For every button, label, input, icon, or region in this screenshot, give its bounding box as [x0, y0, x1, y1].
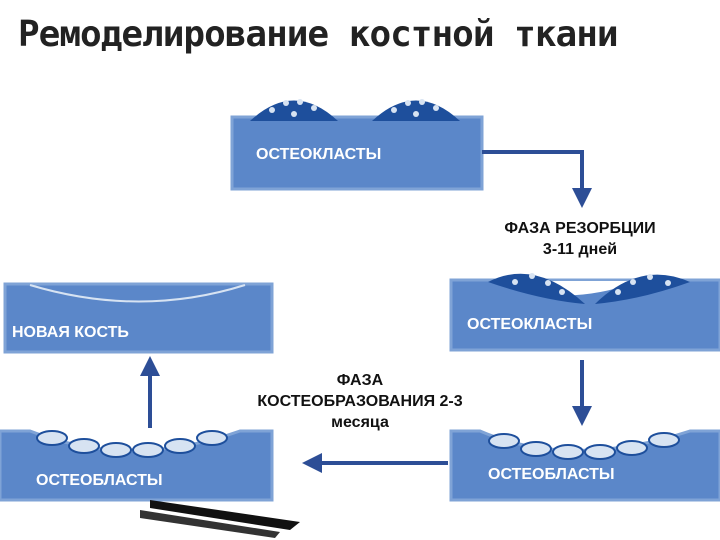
- bone-block-osteoclasts-right: [449, 273, 720, 352]
- osteoblast-row-right: [488, 432, 680, 460]
- phase-resorption-line1: ФАЗА РЕЗОРБЦИИ: [504, 220, 656, 237]
- osteoblast-row-left: [36, 430, 228, 458]
- label-osteoclasts-top: ОСТЕОКЛАСТЫ: [256, 146, 382, 163]
- phase-formation-line3: месяца: [331, 414, 389, 431]
- label-osteoclasts-right: ОСТЕОКЛАСТЫ: [467, 316, 593, 333]
- page-title: Ремоделирование костной ткани: [18, 14, 619, 55]
- decorative-stripes: [140, 500, 300, 538]
- label-osteoblasts-right: ОСТЕОБЛАСТЫ: [488, 466, 615, 483]
- label-new-bone: НОВАЯ КОСТЬ: [12, 324, 129, 341]
- phase-formation-line1: ФАЗА: [336, 372, 384, 389]
- label-osteoblasts-left: ОСТЕОБЛАСТЫ: [36, 472, 163, 489]
- bone-block-osteoclasts-top: [230, 99, 484, 191]
- osteoclast-cell-top-1: [250, 99, 338, 121]
- bone-block-new-bone: [3, 282, 274, 354]
- phase-resorption-line2: 3-11 дней: [542, 241, 618, 258]
- bone-block-osteoblasts-left: [0, 429, 274, 502]
- phase-resorption: ФАЗА РЕЗОРБЦИИ 3-11 дней: [470, 218, 690, 260]
- bone-block-osteoblasts-right: [449, 429, 720, 502]
- osteoclast-cell-top-2: [372, 99, 460, 121]
- osteoclast-cell-right-1: [488, 273, 585, 304]
- osteoclast-cell-right-2: [595, 274, 690, 304]
- phase-formation: ФАЗА КОСТЕОБРАЗОВАНИЯ 2-3 месяца: [222, 370, 498, 433]
- phase-formation-line2: КОСТЕОБРАЗОВАНИЯ 2-3: [257, 393, 463, 410]
- arrow-down-top: [482, 150, 592, 208]
